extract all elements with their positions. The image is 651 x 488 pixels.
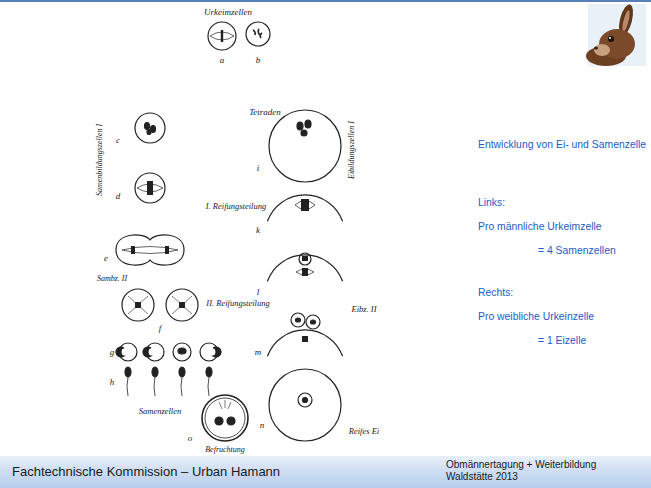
figure-label: Sambz. II <box>97 274 127 283</box>
figure-label: b <box>256 55 261 65</box>
figure-label: k <box>256 225 260 235</box>
figure-label: Eibildungszellen I <box>347 121 356 179</box>
figure-label: m <box>255 347 262 357</box>
figure-label: Reifes Ei <box>349 427 379 437</box>
figure-label: h <box>110 377 115 387</box>
figure-label: g <box>110 347 115 357</box>
footer-band: Fachtechnische Kommission – Urban Hamann… <box>0 456 651 488</box>
figure-label: f <box>159 323 162 333</box>
rabbit-icon <box>586 3 646 66</box>
figure-label: o <box>188 433 193 443</box>
summary-text: Rechts: <box>478 287 513 299</box>
figure-label: Tetraden <box>249 107 281 117</box>
summary-text: = 1 Eizelle <box>538 335 586 347</box>
figure-label: n <box>260 420 265 430</box>
footer-text: Obmännertagung + Weiterbildung Waldstätt… <box>446 459 636 483</box>
figure-label: I. Reifungsteilung <box>206 202 266 212</box>
figure-label: II. Reifungsteilung <box>206 299 269 309</box>
figure-label: l <box>257 287 260 297</box>
figure-label: Samenbildungszellen I <box>95 124 104 196</box>
figure-label: c <box>116 135 120 145</box>
figure-label: i <box>257 163 260 173</box>
footer-text: Fachtechnische Kommission – Urban Hamann <box>12 464 280 480</box>
summary-text: Links: <box>478 197 505 209</box>
figure-label: Urkeimzellen <box>204 7 252 17</box>
figure-label: a <box>220 55 225 65</box>
figure-label: e <box>104 253 108 263</box>
figure-label: Eibz. II <box>351 305 376 315</box>
summary-text: Pro männliche Urkeimzelle <box>478 221 602 233</box>
figure-label: Befruchtung <box>205 445 245 454</box>
figure-label: d <box>116 191 121 201</box>
slide-title: Entwicklung von Ei- und Samenzelle <box>478 139 646 151</box>
summary-text: = 4 Samenzellen <box>538 245 616 257</box>
figure-label: Samenzellen <box>139 407 182 417</box>
summary-text: Pro weibliche Urkeinzelle <box>478 311 594 323</box>
